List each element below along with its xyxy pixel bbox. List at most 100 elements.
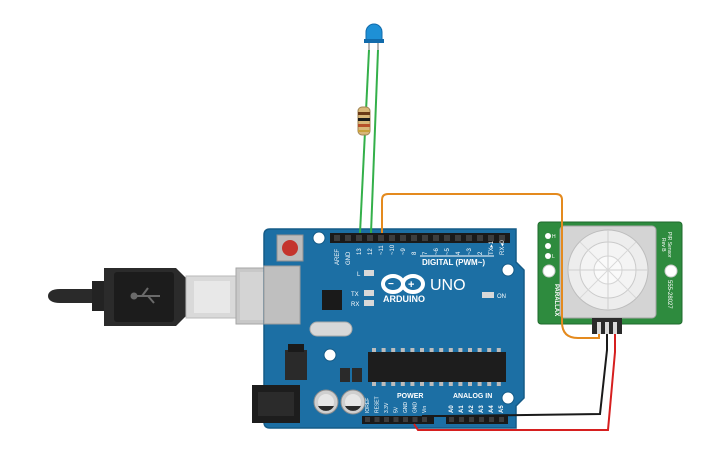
pir-mount-hole-right bbox=[664, 264, 678, 278]
chip-leg bbox=[439, 382, 444, 386]
brand-label: ARDUINO bbox=[383, 294, 425, 304]
wire-green-gnd[interactable] bbox=[359, 49, 370, 234]
digital-pin-hole[interactable] bbox=[400, 235, 406, 241]
power-header[interactable] bbox=[362, 416, 434, 424]
chip-leg bbox=[477, 348, 482, 352]
reset-button[interactable] bbox=[276, 234, 304, 262]
pir-sensor[interactable]: H L PARALLAX PIR Sensor Rev B 555-28027 bbox=[537, 221, 683, 334]
wire-green-pin13[interactable] bbox=[370, 49, 379, 234]
chip-leg bbox=[487, 348, 492, 352]
analog-pin-label: A0 bbox=[449, 405, 455, 413]
pir-mount-hole-left bbox=[542, 264, 556, 278]
wire-black-gnd[interactable] bbox=[422, 334, 608, 417]
usb-symbol-icon bbox=[130, 287, 160, 304]
digital-pin-label: 7 bbox=[423, 251, 429, 255]
digital-pin-hole[interactable] bbox=[444, 235, 450, 241]
wire-orange-signal[interactable] bbox=[381, 193, 600, 339]
digital-pin-label: ~11 bbox=[379, 245, 385, 255]
power-pin-hole[interactable] bbox=[374, 417, 380, 422]
digital-pin-label: ~3 bbox=[467, 247, 473, 255]
model-label: UNO bbox=[430, 277, 466, 294]
pir-brand-label: PARALLAX bbox=[553, 284, 559, 316]
digital-pin-hole[interactable] bbox=[389, 235, 395, 241]
dc-power-jack bbox=[252, 385, 300, 423]
power-header-label: POWER bbox=[397, 393, 423, 400]
analog-pin-hole[interactable] bbox=[499, 417, 504, 422]
digital-pin-hole[interactable] bbox=[345, 235, 351, 241]
digital-pin-label: 8 bbox=[412, 251, 418, 255]
digital-pin-hole[interactable] bbox=[411, 235, 417, 241]
digital-pin-hole[interactable] bbox=[477, 235, 483, 241]
led[interactable] bbox=[364, 23, 384, 50]
chip-leg bbox=[458, 348, 463, 352]
digital-header[interactable] bbox=[330, 233, 510, 243]
digital-pin-hole[interactable] bbox=[334, 235, 340, 241]
jumper-l-label: L bbox=[552, 254, 555, 260]
digital-pin-hole[interactable] bbox=[378, 235, 384, 241]
chip-leg bbox=[410, 382, 415, 386]
icsp-header bbox=[322, 290, 342, 310]
digital-pin-label: RX◂0 bbox=[500, 240, 506, 255]
capacitor-2 bbox=[340, 389, 366, 415]
led-l: L bbox=[357, 270, 374, 278]
chip-leg bbox=[429, 382, 434, 386]
digital-pin-label: 12 bbox=[368, 248, 374, 255]
analog-pin-label: A1 bbox=[459, 405, 465, 413]
digital-pin-label: 2 bbox=[478, 251, 484, 255]
chip-leg bbox=[400, 348, 405, 352]
chip-leg bbox=[400, 382, 405, 386]
analog-pin-label: A4 bbox=[489, 405, 495, 413]
power-pin-label: GND bbox=[413, 402, 419, 414]
chip-leg bbox=[420, 382, 424, 386]
digital-pin-hole[interactable] bbox=[433, 235, 439, 241]
analog-pin-hole[interactable] bbox=[459, 417, 464, 422]
digital-pin-hole[interactable] bbox=[499, 235, 505, 241]
wire-red-5v[interactable] bbox=[413, 334, 616, 431]
digital-pin-hole[interactable] bbox=[356, 235, 362, 241]
svg-text:TX: TX bbox=[351, 292, 359, 298]
power-pin-hole[interactable] bbox=[365, 417, 370, 422]
chip-leg bbox=[439, 348, 444, 352]
digital-pin-hole[interactable] bbox=[466, 235, 472, 241]
chip-leg bbox=[372, 382, 376, 386]
crystal bbox=[309, 321, 353, 337]
power-pin-hole[interactable] bbox=[384, 417, 389, 422]
digital-pin-hole[interactable] bbox=[488, 235, 494, 241]
analog-pin-hole[interactable] bbox=[449, 417, 454, 422]
power-pin-label: Vin bbox=[422, 406, 428, 413]
digital-pin-label: TX▸1 bbox=[489, 240, 495, 255]
chip-leg bbox=[429, 348, 434, 352]
analog-pin-hole[interactable] bbox=[489, 417, 494, 422]
power-pin-hole[interactable] bbox=[422, 417, 427, 422]
power-pin-hole[interactable] bbox=[403, 417, 408, 422]
analog-header[interactable] bbox=[446, 416, 508, 424]
analog-pin-label: A3 bbox=[479, 405, 485, 413]
digital-pin-label: ~9 bbox=[401, 247, 407, 255]
svg-text:L: L bbox=[357, 272, 361, 278]
power-pin-label: IOREF bbox=[365, 398, 371, 413]
power-pin-hole[interactable] bbox=[393, 417, 399, 422]
arduino-infinity-logo bbox=[381, 274, 425, 294]
digital-pin-label: ~5 bbox=[445, 247, 451, 255]
power-pin-label: 5V bbox=[394, 406, 400, 413]
pir-rev-label: Rev B bbox=[660, 238, 666, 252]
analog-pin-hole[interactable] bbox=[479, 417, 484, 422]
digital-pin-hole[interactable] bbox=[367, 235, 373, 241]
power-pin-hole[interactable] bbox=[412, 417, 418, 422]
logo-minus-icon: − bbox=[388, 279, 394, 290]
digital-header-label: DIGITAL (PWM~) bbox=[422, 258, 485, 267]
pir-title-label: PIR Sensor bbox=[666, 232, 672, 258]
digital-pin-hole[interactable] bbox=[455, 235, 461, 241]
resistor[interactable] bbox=[357, 106, 371, 136]
digital-pin-hole[interactable] bbox=[422, 235, 428, 241]
digital-pin-label: ~6 bbox=[434, 247, 440, 255]
atmega-chip bbox=[368, 348, 506, 386]
digital-pin-label: 4 bbox=[456, 251, 462, 255]
capacitor-1 bbox=[313, 389, 339, 415]
analog-pin-hole[interactable] bbox=[469, 417, 474, 422]
power-pin-label: 3.3V bbox=[384, 402, 390, 413]
